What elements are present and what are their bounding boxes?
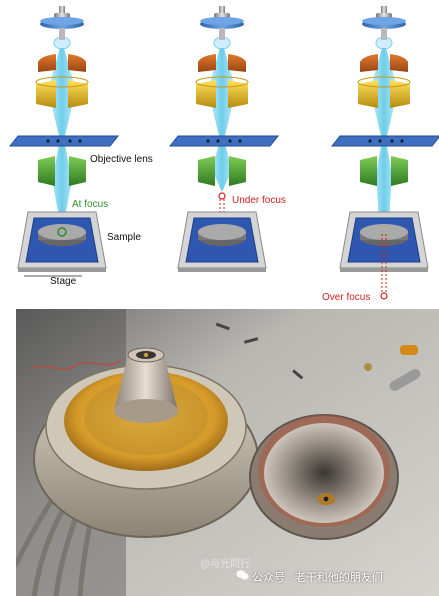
aperture-plate-icon: [168, 135, 280, 147]
focal-point-marker: [218, 192, 226, 200]
label-under-focus: Under focus: [232, 195, 286, 206]
label-over-focus: Over focus: [322, 292, 370, 303]
column-under-focus: [168, 6, 280, 272]
lens-housing: [33, 347, 259, 538]
label-sample: Sample: [107, 232, 141, 243]
wechat-icon: [236, 570, 249, 580]
condenser-lens-2-icon: [357, 76, 411, 108]
electron-gun-icon: [40, 6, 84, 50]
stage-icon: [17, 211, 107, 272]
watermark-text-left: @与光同行: [200, 559, 251, 570]
condenser-lens-2-icon: [35, 76, 89, 108]
marker-scribble: [29, 360, 121, 370]
stage-icon: [339, 211, 429, 272]
objective-lens-icon: [38, 156, 86, 186]
aperture-plate-icon: [330, 135, 439, 147]
aperture-plate-icon: [8, 135, 120, 147]
label-objective-lens: Objective lens: [90, 154, 153, 165]
condenser-lens-1-icon: [38, 54, 86, 72]
watermark-text-right: 公众号 · 老干和他的朋友们: [252, 572, 383, 584]
objective-lens-icon: [198, 156, 246, 186]
focal-point-marker: [380, 292, 388, 300]
pole-piece-cup: [249, 414, 399, 540]
electron-column-diagram: Objective lens At focus Sample Stage: [8, 6, 439, 303]
stage-icon: [177, 211, 267, 272]
label-stage: Stage: [50, 276, 77, 287]
condenser-lens-1-icon: [360, 54, 408, 72]
condenser-lens-1-icon: [198, 54, 246, 72]
lens-parts-photo: @与光同行 公众号 · 老干和他的朋友们: [16, 309, 439, 596]
label-at-focus: At focus: [72, 199, 108, 210]
electron-gun-icon: [362, 6, 406, 50]
photo-illustration: [16, 309, 439, 596]
objective-lens-icon: [360, 156, 408, 186]
column-at-focus: [8, 6, 120, 277]
column-over-focus: [330, 6, 439, 300]
electron-gun-icon: [200, 6, 244, 50]
small-parts: [215, 322, 421, 391]
condenser-lens-2-icon: [195, 76, 249, 108]
